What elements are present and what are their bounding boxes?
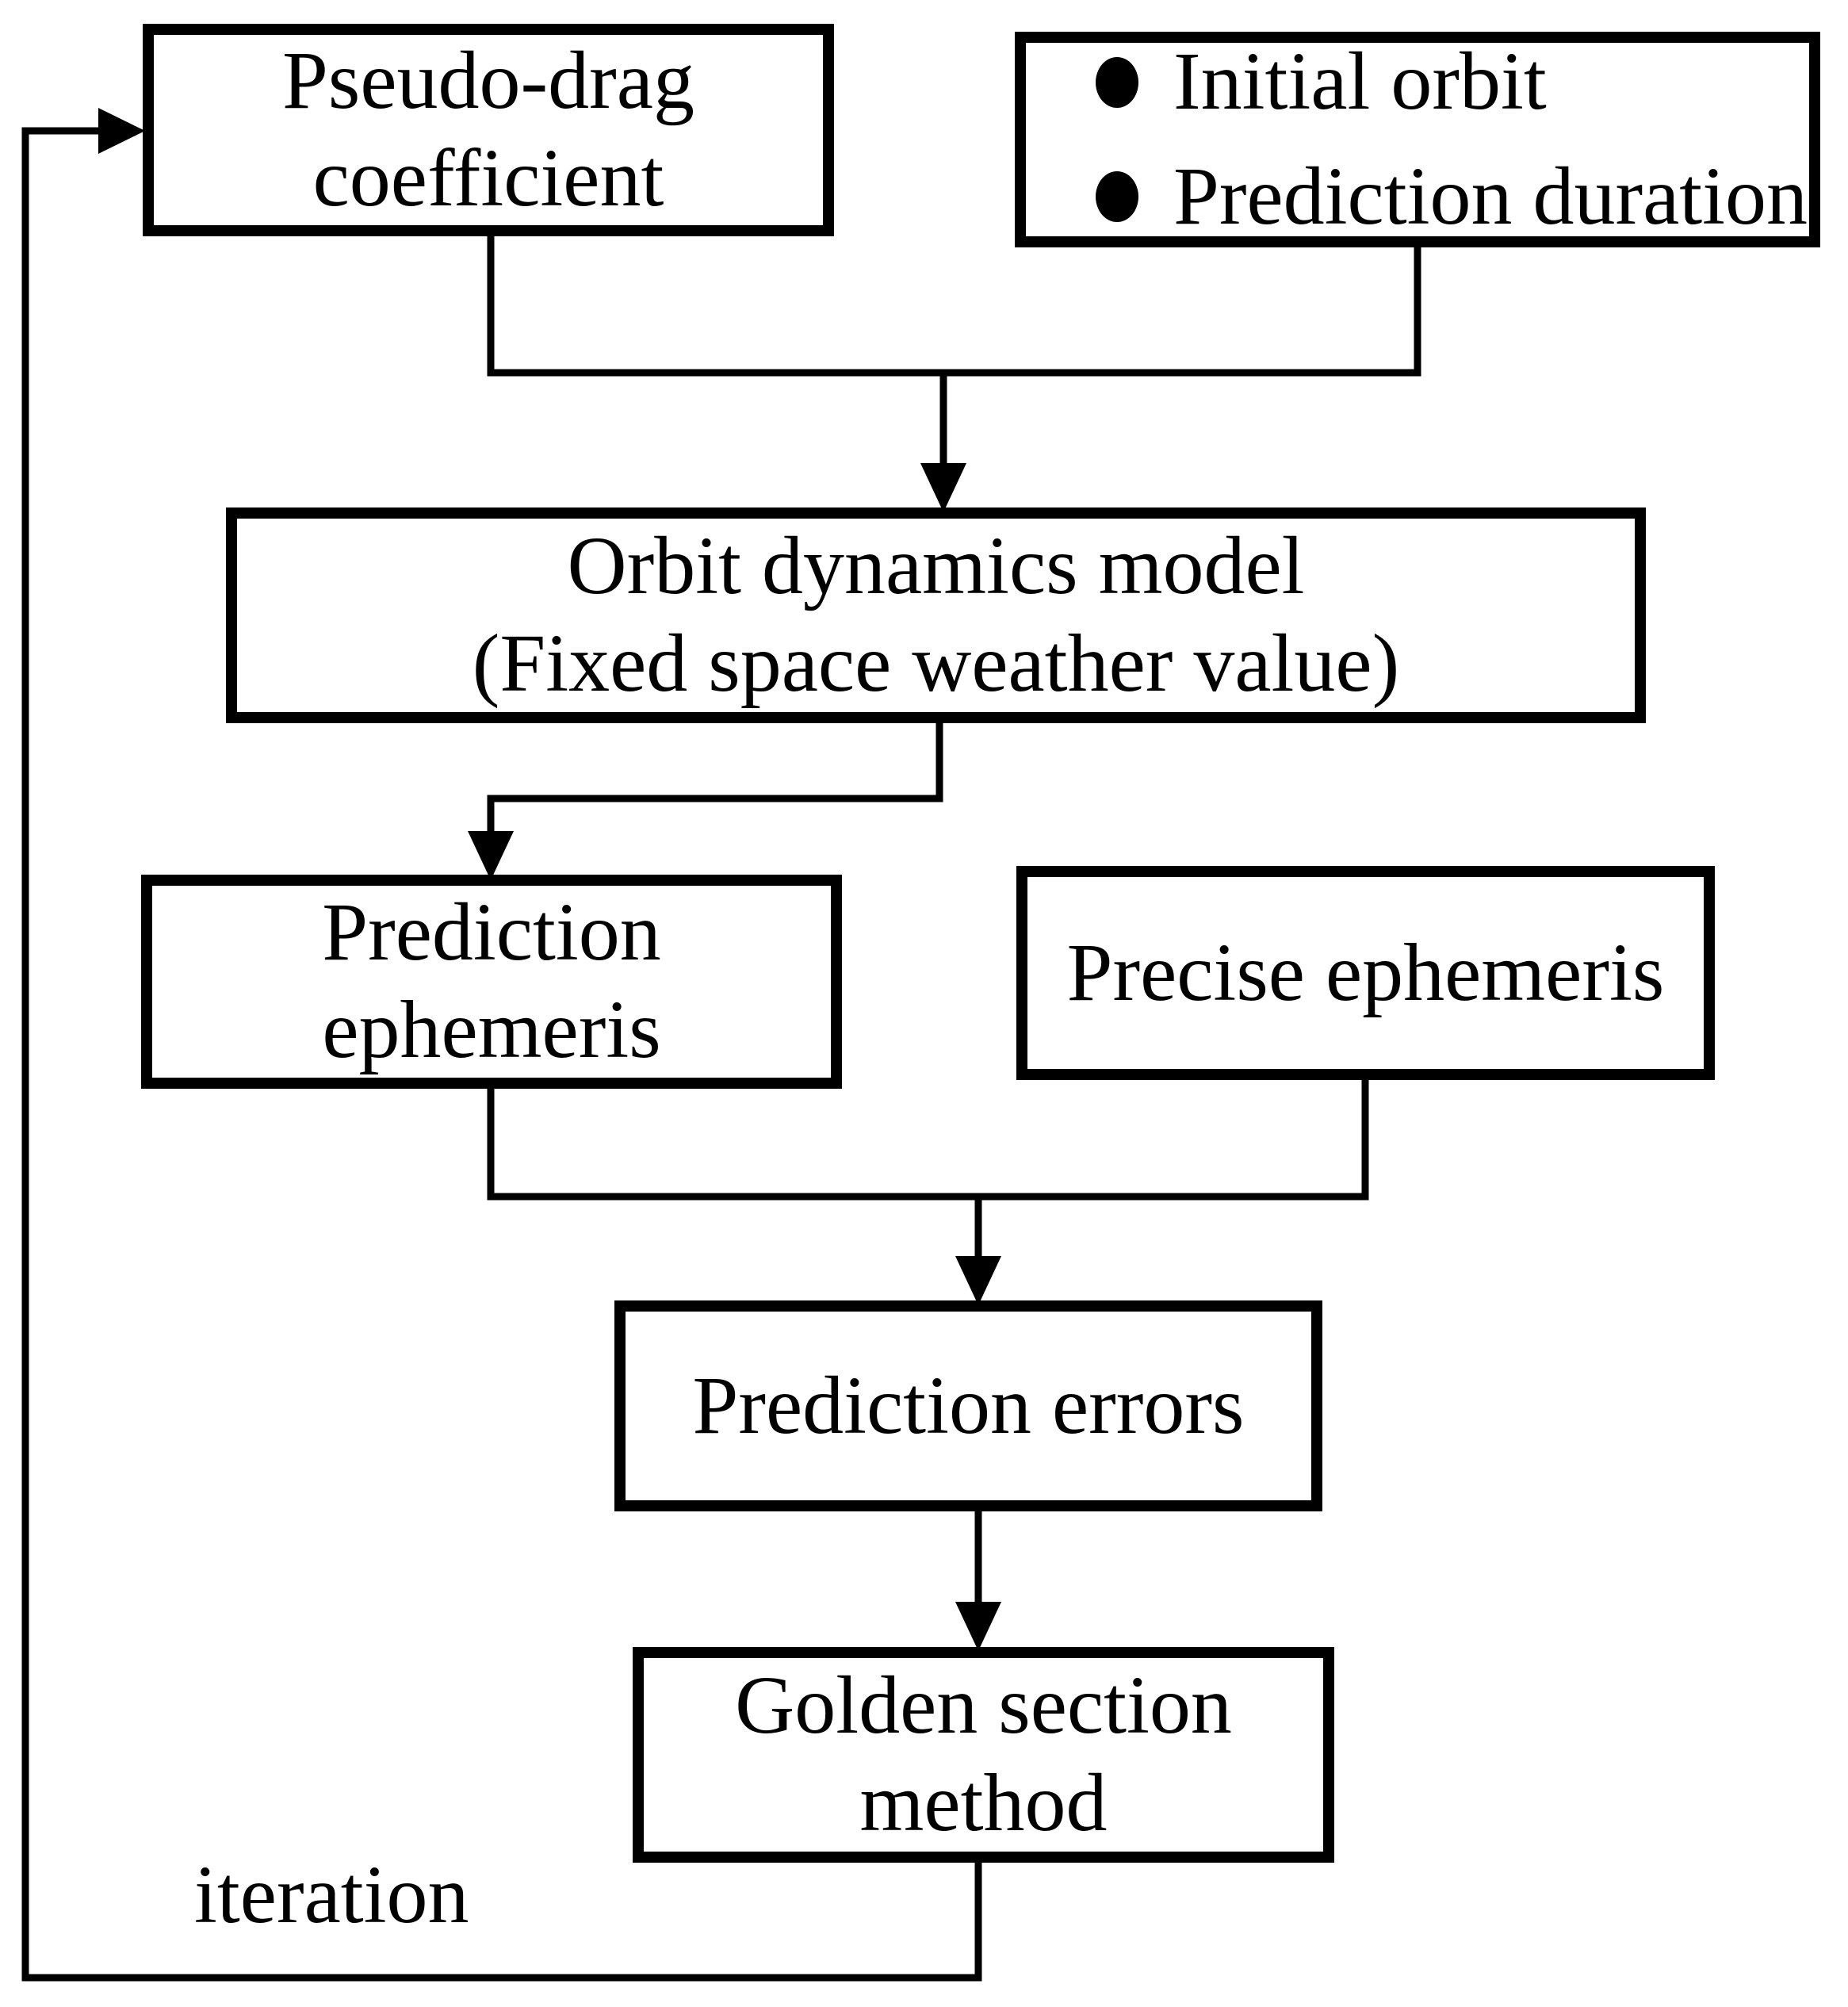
node-golden-section-line-2: method: [859, 1757, 1108, 1848]
arrowhead-into-pseudo-drag: [98, 108, 145, 154]
arrowhead-into-golden-section: [955, 1602, 1001, 1651]
node-golden-section-method: Golden section method: [633, 1647, 1334, 1863]
connector-ephemeris-merge: [487, 1078, 1369, 1201]
node-orbit-dynamics-model: Orbit dynamics model (Fixed space weathe…: [226, 507, 1646, 723]
node-golden-section-line-1: Golden section: [735, 1660, 1232, 1752]
node-orbit-model-line-1: Orbit dynamics model: [567, 520, 1305, 612]
bullet-icon: [1096, 171, 1138, 223]
arrowhead-into-prediction-ephemeris: [468, 831, 514, 880]
node-prediction-ephemeris-line-2: ephemeris: [322, 984, 661, 1075]
node-prediction-ephemeris: Prediction ephemeris: [141, 875, 842, 1089]
arrowhead-into-prediction-errors: [955, 1256, 1001, 1305]
node-inputs: Initial orbit Prediction duration: [1015, 32, 1820, 247]
bullet-item-label: Prediction duration: [1173, 151, 1808, 242]
node-prediction-errors-label: Prediction errors: [692, 1359, 1245, 1451]
node-prediction-ephemeris-line-1: Prediction: [322, 887, 661, 979]
connector-iteration-feedback-loop: [21, 127, 982, 1982]
bullet-item-prediction-duration: Prediction duration: [1096, 148, 1808, 246]
node-pseudo-drag-line-1: Pseudo-drag: [282, 35, 694, 127]
connector-top-merge: [487, 236, 1421, 377]
iteration-label: iteration: [194, 1849, 469, 1940]
node-orbit-model-line-2: (Fixed space weather value): [472, 618, 1400, 709]
bullet-item-label: Initial orbit: [1173, 36, 1547, 128]
node-precise-ephemeris-label: Precise ephemeris: [1066, 926, 1665, 1018]
node-precise-ephemeris: Precise ephemeris: [1016, 866, 1715, 1080]
node-pseudo-drag-line-2: coefficient: [312, 132, 664, 224]
node-pseudo-drag-coefficient: Pseudo-drag coefficient: [143, 24, 834, 236]
node-prediction-errors: Prediction errors: [614, 1300, 1322, 1511]
arrowhead-into-orbit-model: [920, 463, 966, 512]
connector-orbit-model-to-prediction-ephemeris: [487, 723, 943, 834]
bullet-icon: [1096, 56, 1138, 108]
bullet-item-initial-orbit: Initial orbit: [1096, 33, 1547, 131]
